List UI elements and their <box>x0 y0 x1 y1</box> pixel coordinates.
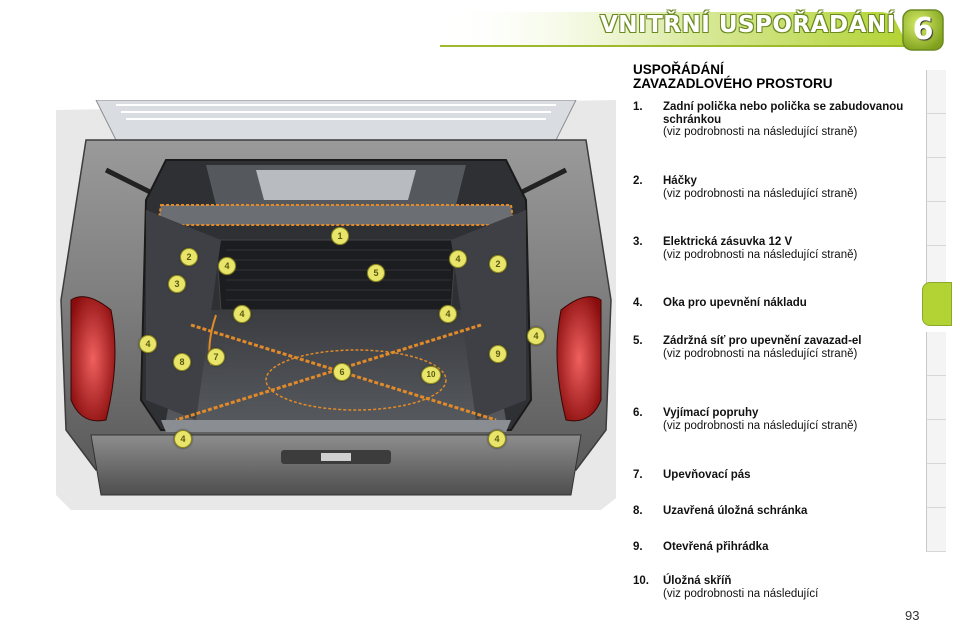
item-note: (viz podrobnosti na následující straně) <box>663 347 858 360</box>
section-title-line2: ZAVAZADLOVÉHO PROSTORU <box>633 76 833 91</box>
chapter-tab[interactable] <box>926 464 946 508</box>
callout-6: 6 <box>333 363 351 381</box>
chapter-tab-active[interactable] <box>922 282 952 326</box>
callout-1: 1 <box>331 227 349 245</box>
chapter-title: VNITŘNÍ USPOŘÁDÁNÍ <box>600 12 896 38</box>
item-number: 10. <box>633 575 649 587</box>
item-note: (viz podrobnosti na následující straně) <box>663 126 858 138</box>
callout-4: 4 <box>233 305 251 323</box>
section-title: USPOŘÁDÁNÍ ZAVAZADLOVÉHO PROSTORU <box>633 63 903 91</box>
chapter-tab[interactable] <box>926 376 946 420</box>
item-label: Zádržná síť pro upevnění zavazad-el <box>663 335 862 347</box>
chapter-number: 6 <box>912 12 934 47</box>
chapter-tab[interactable] <box>926 332 946 376</box>
car-trunk-image <box>56 100 616 510</box>
callout-4: 4 <box>174 430 192 448</box>
chapter-tab[interactable] <box>926 158 946 202</box>
item-label: Úložná skříň <box>663 575 732 587</box>
trunk-illustration: 1 2 2 3 4 4 4 4 4 4 4 4 5 6 7 8 9 10 <box>56 100 616 510</box>
callout-4: 4 <box>139 335 157 353</box>
page-header: VNITŘNÍ USPOŘÁDÁNÍ 6 <box>0 0 960 62</box>
callout-7: 7 <box>207 348 225 366</box>
item-note: (viz podrobnosti na následující straně) <box>663 419 858 432</box>
item-number: 3. <box>633 236 643 248</box>
item-note: (viz podrobnosti na následující <box>663 587 819 600</box>
item-label: Háčky <box>663 175 697 187</box>
chapter-tab[interactable] <box>926 114 946 158</box>
callout-8: 8 <box>173 353 191 371</box>
callout-4: 4 <box>449 250 467 268</box>
item-number: 6. <box>633 407 643 419</box>
callout-2: 2 <box>180 248 198 266</box>
callout-3: 3 <box>168 275 186 293</box>
item-label: Zadní polička nebo polička se zabudovano… <box>663 101 904 126</box>
item-label: Upevňovací pás <box>663 469 751 481</box>
callout-2: 2 <box>489 255 507 273</box>
item-number: 5. <box>633 335 643 347</box>
item-number: 7. <box>633 469 643 481</box>
item-number: 8. <box>633 505 643 517</box>
callout-9: 9 <box>489 345 507 363</box>
item-note: (viz podrobnosti na následující straně) <box>663 248 858 261</box>
callout-4: 4 <box>439 305 457 323</box>
item-label: Elektrická zásuvka 12 V <box>663 236 793 248</box>
callout-5: 5 <box>367 264 385 282</box>
item-note: (viz podrobnosti na následující straně) <box>663 187 858 200</box>
item-number: 2. <box>633 175 643 187</box>
chapter-tab[interactable] <box>926 202 946 246</box>
item-label: Vyjímací popruhy <box>663 407 759 419</box>
callout-4: 4 <box>218 257 236 275</box>
section-title-line1: USPOŘÁDÁNÍ <box>633 62 724 77</box>
page-number: 93 <box>905 608 920 623</box>
item-label: Uzavřená úložná schránka <box>663 505 808 517</box>
callout-10: 10 <box>421 366 441 384</box>
callout-4: 4 <box>488 430 506 448</box>
chapter-index-tabs <box>922 70 960 575</box>
header-band <box>440 9 944 51</box>
item-number: 9. <box>633 541 643 553</box>
item-number: 1. <box>633 101 643 113</box>
item-label: Otevřená přihrádka <box>663 541 769 553</box>
chapter-tab[interactable] <box>926 508 946 552</box>
item-number: 4. <box>633 297 643 309</box>
chapter-tab[interactable] <box>926 420 946 464</box>
item-label: Oka pro upevnění nákladu <box>663 297 807 309</box>
callout-4: 4 <box>527 327 545 345</box>
chapter-badge <box>902 9 944 51</box>
chapter-tab[interactable] <box>926 70 946 114</box>
